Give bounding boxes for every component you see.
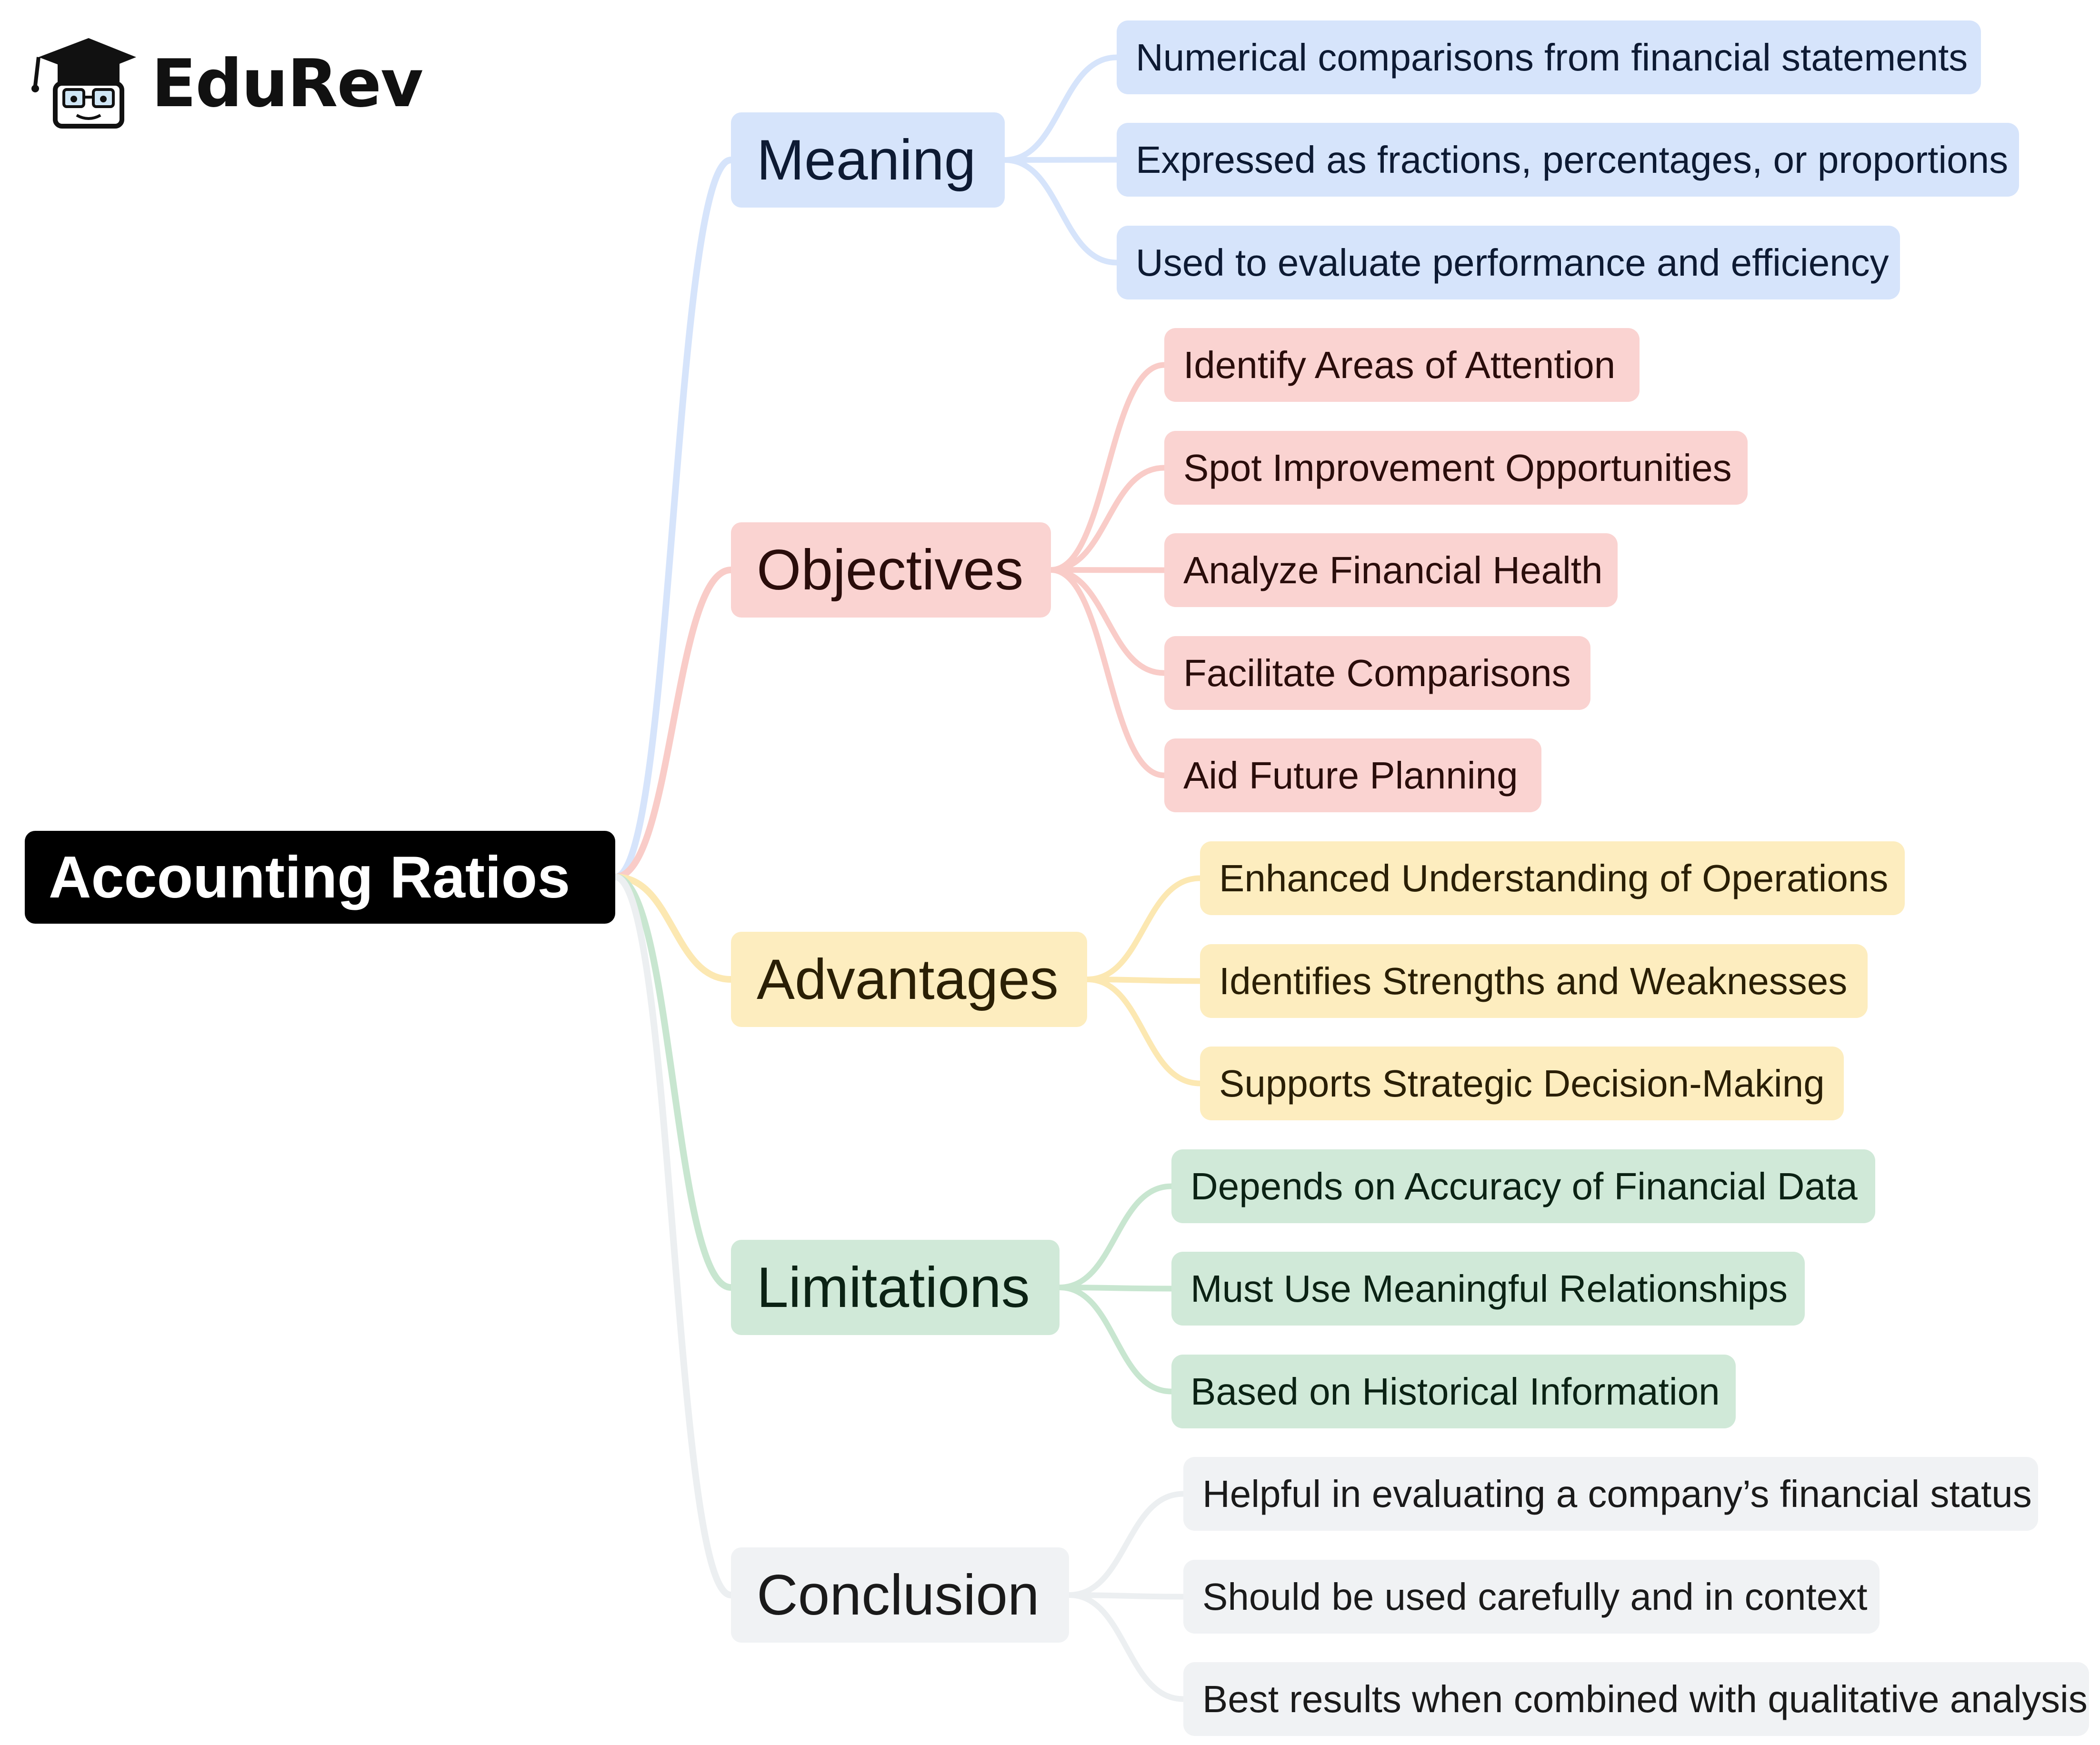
connector-line bbox=[1084, 875, 1203, 982]
leaf-label: Supports Strategic Decision-Making bbox=[1219, 1062, 1825, 1105]
leaf-node[interactable]: Numerical comparisons from financial sta… bbox=[1117, 20, 1981, 94]
connector-line bbox=[612, 874, 734, 1598]
leaf-node[interactable]: Analyze Financial Health bbox=[1164, 533, 1618, 607]
leaf-node[interactable]: Must Use Meaningful Relationships bbox=[1171, 1252, 1805, 1326]
root-label: Accounting Ratios bbox=[49, 844, 570, 910]
connector-line bbox=[612, 567, 734, 880]
leaf-node[interactable]: Used to evaluate performance and efficie… bbox=[1117, 226, 1900, 299]
connector-line bbox=[612, 157, 734, 880]
leaf-label: Expressed as fractions, percentages, or … bbox=[1136, 138, 2009, 181]
connector-line bbox=[1057, 1285, 1174, 1395]
connector-line bbox=[1057, 1285, 1174, 1292]
leaf-node[interactable]: Depends on Accuracy of Financial Data bbox=[1171, 1149, 1875, 1223]
connector-line bbox=[1066, 1592, 1186, 1600]
leaf-node[interactable]: Helpful in evaluating a company’s financ… bbox=[1183, 1457, 2038, 1531]
branch-label: Objectives bbox=[757, 538, 1024, 602]
connector-line bbox=[1066, 1592, 1186, 1702]
leaf-node[interactable]: Best results when combined with qualitat… bbox=[1183, 1662, 2089, 1736]
leaf-label: Enhanced Understanding of Operations bbox=[1219, 857, 1889, 899]
leaf-node[interactable]: Identifies Strengths and Weaknesses bbox=[1200, 944, 1868, 1018]
leaf-label: Used to evaluate performance and efficie… bbox=[1136, 241, 1889, 284]
branch-label: Advantages bbox=[757, 947, 1059, 1011]
branch-node-advantages[interactable]: Advantages bbox=[731, 932, 1087, 1027]
branch-label: Meaning bbox=[757, 128, 976, 192]
leaf-node[interactable]: Should be used carefully and in context bbox=[1183, 1560, 1880, 1634]
branch-node-limitations[interactable]: Limitations bbox=[731, 1240, 1060, 1335]
connector-line bbox=[1002, 157, 1120, 266]
leaf-label: Helpful in evaluating a company’s financ… bbox=[1202, 1472, 2032, 1515]
connector-line bbox=[612, 874, 734, 1291]
branch-label: Conclusion bbox=[757, 1563, 1040, 1627]
leaf-label: Identifies Strengths and Weaknesses bbox=[1219, 959, 1848, 1002]
leaf-label: Spot Improvement Opportunities bbox=[1183, 446, 1732, 489]
leaf-node[interactable]: Expressed as fractions, percentages, or … bbox=[1117, 123, 2019, 197]
leaf-label: Facilitate Comparisons bbox=[1183, 651, 1571, 694]
connector-line bbox=[1048, 362, 1167, 573]
leaf-node[interactable]: Aid Future Planning bbox=[1164, 738, 1541, 812]
leaf-label: Best results when combined with qualitat… bbox=[1202, 1677, 2088, 1720]
leaf-node[interactable]: Enhanced Understanding of Operations bbox=[1200, 841, 1905, 915]
branch-node-objectives[interactable]: Objectives bbox=[731, 522, 1051, 618]
leaf-node[interactable]: Identify Areas of Attention bbox=[1164, 328, 1640, 402]
leaf-label: Aid Future Planning bbox=[1183, 754, 1518, 797]
leaf-node[interactable]: Spot Improvement Opportunities bbox=[1164, 431, 1748, 505]
leaf-label: Numerical comparisons from financial sta… bbox=[1136, 36, 1968, 79]
connector-line bbox=[1048, 567, 1167, 778]
leaf-label: Analyze Financial Health bbox=[1183, 548, 1603, 591]
leaf-label: Based on Historical Information bbox=[1190, 1370, 1720, 1413]
graduation-cap-icon bbox=[31, 38, 136, 129]
leaf-label: Identify Areas of Attention bbox=[1183, 343, 1616, 386]
connector-line bbox=[1057, 1183, 1174, 1290]
leaf-label: Depends on Accuracy of Financial Data bbox=[1190, 1165, 1858, 1207]
connector-line bbox=[1084, 977, 1203, 1087]
branch-node-conclusion[interactable]: Conclusion bbox=[731, 1547, 1069, 1643]
leaf-label: Should be used carefully and in context bbox=[1202, 1575, 1868, 1618]
connector-line bbox=[612, 874, 734, 983]
branch-node-meaning[interactable]: Meaning bbox=[731, 112, 1005, 208]
brand-logo: EduRev bbox=[31, 33, 423, 133]
connector-line bbox=[1002, 54, 1120, 163]
connector-line bbox=[1066, 1491, 1186, 1598]
leaf-node[interactable]: Supports Strategic Decision-Making bbox=[1200, 1047, 1844, 1120]
branch-label: Limitations bbox=[757, 1256, 1030, 1319]
connector-line bbox=[1084, 977, 1203, 984]
leaf-node[interactable]: Based on Historical Information bbox=[1171, 1355, 1736, 1428]
leaf-node[interactable]: Facilitate Comparisons bbox=[1164, 636, 1590, 710]
connector-line bbox=[1048, 465, 1167, 573]
brand-name: EduRev bbox=[151, 45, 423, 122]
leaf-label: Must Use Meaningful Relationships bbox=[1190, 1267, 1788, 1310]
connector-line bbox=[1048, 567, 1167, 676]
root-node[interactable]: Accounting Ratios bbox=[25, 831, 615, 924]
